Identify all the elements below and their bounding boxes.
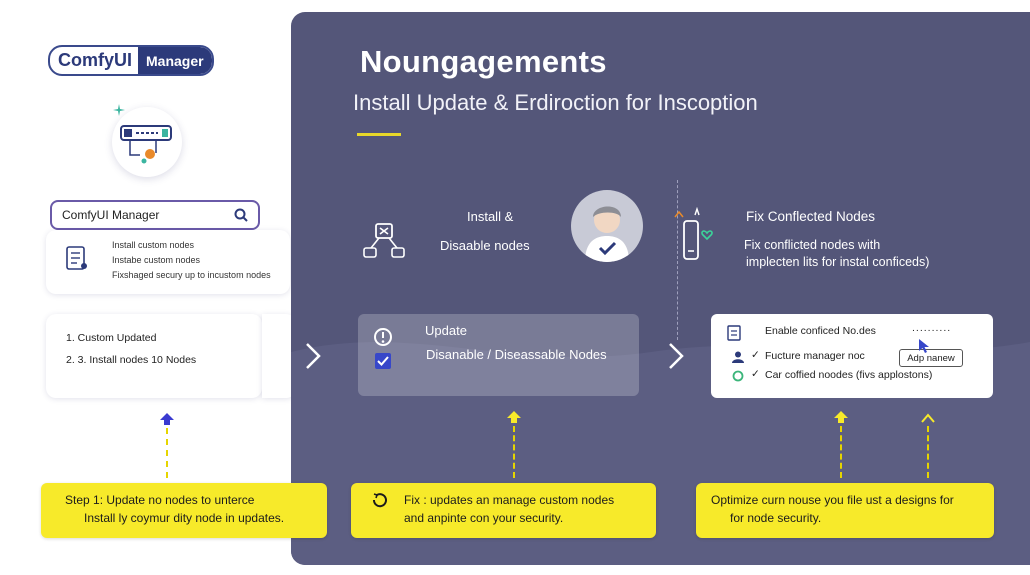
person-icon — [585, 206, 629, 262]
callout-step-1: Step 1: Update no nodes to unterce Insta… — [41, 483, 327, 538]
document-icon — [727, 325, 741, 341]
callout-text: Install ly coymur dity node in updates. — [84, 511, 285, 525]
up-arrow-icon — [160, 413, 174, 425]
logo-text-comfyui: ComfyUI — [58, 50, 133, 70]
up-arrow-icon — [507, 411, 521, 423]
connector-line — [166, 428, 168, 478]
future-manager-label: Fucture manager noc — [765, 350, 865, 362]
checkbox-checked-icon[interactable] — [374, 352, 392, 370]
callout-fix: Fix : updates an manage custom nodes and… — [351, 483, 656, 538]
cursor-icon — [919, 339, 929, 353]
connector-line — [513, 426, 515, 478]
steps-card-edge — [262, 314, 296, 398]
callout-text: Step 1: Update no nodes to unterce — [65, 493, 255, 507]
fix-conflicted-desc: Fix conflicted nodes with — [744, 238, 881, 252]
callout-text: and anpinte con your security. — [404, 511, 564, 525]
document-list-icon — [66, 246, 87, 270]
node-network-icon — [363, 223, 405, 258]
install-label: Install & — [467, 209, 514, 224]
refresh-icon — [372, 493, 387, 508]
fix-conflicted-title: Fix Conflected Nodes — [746, 209, 876, 224]
disable-nodes-label: Disaable nodes — [440, 238, 530, 253]
search-icon[interactable] — [234, 208, 248, 222]
connector-line — [840, 426, 842, 478]
comfyui-manager-logo: ComfyUI Manager — [48, 45, 214, 76]
title-underline — [357, 133, 401, 136]
sparkle-icon — [113, 104, 125, 116]
alert-icon — [374, 328, 392, 346]
phone-heart-icon — [674, 207, 713, 260]
search-input-text: ComfyUI Manager — [62, 208, 160, 222]
dots: .......... — [912, 322, 952, 334]
step-item: 1. Custom Updated — [66, 332, 157, 344]
user-icon — [732, 351, 744, 363]
manager-hero-icon — [112, 107, 182, 177]
user-avatar — [571, 190, 643, 262]
node-panel-icon — [120, 125, 172, 164]
callout-text: Fix : updates an manage custom nodes — [404, 493, 615, 507]
connector-line — [927, 426, 929, 478]
disable-enable-nodes-label: Disanable / Diseassable Nodes — [426, 347, 607, 362]
chevron-right-icon — [306, 343, 321, 369]
chevron-up-icon — [921, 413, 935, 423]
callout-text: for node security. — [730, 511, 822, 525]
divider-line — [677, 180, 678, 340]
up-arrow-icon — [834, 411, 848, 423]
list-item: Install custom nodes — [112, 240, 195, 250]
callout-optimize: Optimize curn nouse you file ust a desig… — [696, 483, 994, 538]
step-item: 2. 3. Install nodes 10 Nodes — [66, 354, 197, 366]
enable-conflicted-label: Enable conficed No.des — [765, 325, 876, 337]
update-options-box — [358, 314, 639, 396]
fix-conflicted-desc2: implecten lits for instal conficeds) — [746, 255, 930, 269]
update-label: Update — [425, 323, 467, 338]
page-title: Noungagements — [360, 44, 607, 79]
checkmark-icon: ✓ — [751, 368, 760, 380]
custom-nodes-list: Install custom nodes Instabe custom node… — [46, 230, 290, 294]
callout-text: Optimize curn nouse you file ust a desig… — [711, 493, 954, 507]
steps-card: 1. Custom Updated 2. 3. Install nodes 10… — [46, 314, 262, 398]
conflicted-nodes-label: Car coffied noodes (fivs applostons) — [765, 369, 933, 381]
checkmark-icon: ✓ — [751, 349, 760, 361]
list-item: Instabe custom nodes — [112, 255, 201, 265]
list-item: Fixshaged secury up to incustom nodes — [112, 270, 271, 280]
comfyui-manager-search-input[interactable]: ComfyUI Manager — [50, 200, 260, 230]
page-subtitle: Install Update & Erdiroction for Inscopt… — [353, 90, 758, 115]
status-circle-icon — [732, 370, 744, 382]
chevron-right-icon — [669, 343, 684, 369]
add-new-button[interactable]: Adp nanew — [899, 349, 963, 367]
logo-text-manager: Manager — [138, 47, 212, 74]
